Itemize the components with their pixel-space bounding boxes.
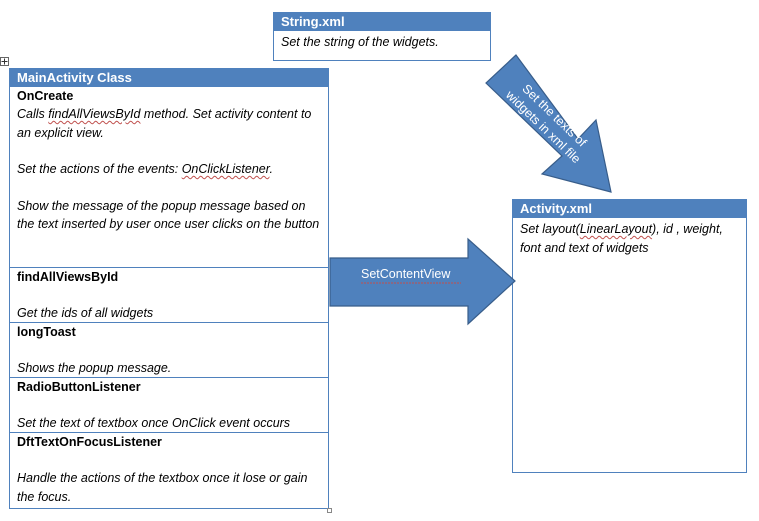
table-resize-handle[interactable] — [327, 508, 332, 513]
string-xml-text: Set the string of the widgets. — [281, 35, 439, 49]
radiobuttonlistener-text: Set the text of textbox once OnClick eve… — [17, 416, 291, 430]
oncreate-title: OnCreate — [17, 89, 74, 103]
oncreate-p2-listener: OnClickListener — [181, 162, 270, 176]
set-texts-arrow: Set the texts of widgets in xml file — [485, 54, 612, 193]
activity-xml-text-suffix: ), id , weight, font and text of widgets — [520, 222, 723, 255]
radiobuttonlistener-section: RadioButtonListener Set the text of text… — [10, 377, 328, 432]
setcontentview-label: SetContentView — [361, 267, 451, 281]
oncreate-p2-suffix: . — [269, 162, 273, 176]
dfttextonfocuslistener-section: DftTextOnFocusListener Handle the action… — [10, 432, 328, 508]
dfttextonfocuslistener-title: DftTextOnFocusListener — [17, 435, 162, 449]
oncreate-p2-prefix: Set the actions of the events: — [17, 162, 182, 176]
oncreate-paragraph-3: Show the message of the popup message ba… — [17, 198, 320, 232]
radiobuttonlistener-title: RadioButtonListener — [17, 380, 141, 394]
findallviewsbyid-section: findAllViewsById Get the ids of all widg… — [10, 267, 328, 322]
findallviewsbyid-text: Get the ids of all widgets — [17, 306, 154, 320]
oncreate-p1-suffix: method. Set activity content to an expli… — [17, 107, 312, 140]
activity-xml-text-layout: LinearLayout — [579, 222, 653, 236]
oncreate-paragraph-2: Set the actions of the events: OnClickLi… — [17, 160, 321, 179]
string-xml-box: String.xml Set the string of the widgets… — [273, 12, 491, 61]
oncreate-paragraph-1: Calls findAllViewsById method. Set activ… — [17, 105, 321, 142]
main-activity-box: MainActivity Class OnCreate Calls findAl… — [9, 68, 329, 509]
longtoast-text: Shows the popup message. — [17, 361, 172, 375]
activity-xml-text: Set layout(LinearLayout), id , weight, f… — [513, 218, 746, 259]
findallviewsbyid-title: findAllViewsById — [17, 270, 119, 284]
longtoast-section: longToast Shows the popup message. — [10, 322, 328, 377]
string-xml-title: String.xml — [274, 13, 490, 31]
oncreate-p1-method: findAllViewsById — [48, 107, 141, 121]
activity-xml-text-prefix: Set layout( — [520, 222, 580, 236]
longtoast-title: longToast — [17, 325, 76, 339]
dfttextonfocuslistener-text: Handle the actions of the textbox once i… — [17, 471, 308, 504]
table-move-handle-icon[interactable] — [0, 57, 9, 66]
oncreate-p1-prefix: Calls — [17, 107, 49, 121]
activity-xml-box: Activity.xml Set layout(LinearLayout), i… — [512, 199, 747, 473]
oncreate-section: OnCreate Calls findAllViewsById method. … — [10, 87, 328, 267]
main-activity-title: MainActivity Class — [10, 69, 328, 87]
setcontentview-arrow: SetContentView — [329, 237, 516, 326]
activity-xml-title: Activity.xml — [513, 200, 746, 218]
